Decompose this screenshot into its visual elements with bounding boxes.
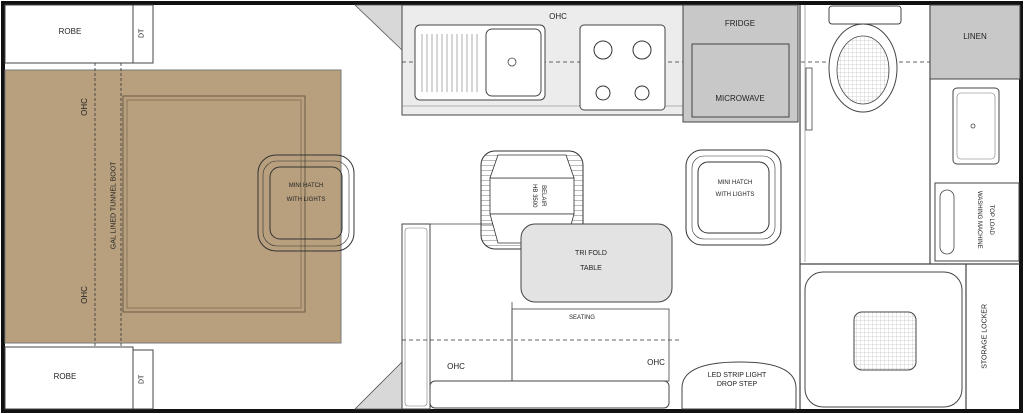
seating-label: SEATING <box>569 315 595 321</box>
belair-label-2: HB 3500 <box>530 184 537 208</box>
ohc-bed-bottom-label: OHC <box>80 286 89 304</box>
washing-machine <box>934 182 1020 262</box>
burner-4 <box>634 85 650 101</box>
fridge-cabinet <box>682 4 799 123</box>
shower-drain <box>853 311 917 371</box>
dinette-backrest <box>404 227 428 407</box>
aircon-vent-top <box>489 154 575 179</box>
drop-step <box>681 361 797 410</box>
mini-hatch-label-1: MINI HATCH <box>717 180 753 186</box>
robe-top <box>4 4 134 64</box>
bedroom-hatch-inner <box>269 166 343 240</box>
robe-bottom-label: ROBE <box>53 372 77 381</box>
washing-machine-label-2: WASHING MACHINE <box>975 190 982 249</box>
fridge-label: FRIDGE <box>724 19 756 28</box>
linen-cupboard <box>929 4 1021 80</box>
mini-hatch-label-2: WITH LIGHTS <box>715 192 755 198</box>
mattress-inner <box>126 99 302 309</box>
tri-fold-label-1: TRI FOLD <box>575 250 607 257</box>
robe-top-label: ROBE <box>58 27 82 36</box>
sink-bowl <box>485 28 542 97</box>
sink-plug <box>507 57 517 67</box>
mini-hatch-inner <box>697 161 770 234</box>
microwave-unit <box>691 43 790 118</box>
drainer-ribs <box>421 34 478 92</box>
ohc-dinette-left-label: OHC <box>447 362 465 371</box>
washing-machine-door <box>939 189 955 255</box>
dt-top <box>132 4 154 64</box>
microwave-label: MICROWAVE <box>715 94 765 103</box>
bedroom-hatch-outer <box>257 154 355 252</box>
ohc-dinette-right-label: OHC <box>647 358 665 367</box>
dt-bottom <box>132 349 154 410</box>
washing-machine-label-1: TOP LOAD <box>987 204 994 235</box>
dinette-seat <box>401 223 431 410</box>
ohc-bed-top-label: OHC <box>80 98 89 116</box>
bedroom-hatch-label-1: MINI HATCH <box>288 183 324 189</box>
burner-1 <box>593 40 613 60</box>
bedroom-hatch-frame <box>262 160 350 247</box>
bedroom-hatch-label-2: WITH LIGHTS <box>286 197 326 203</box>
linen-label: LINEN <box>963 32 987 41</box>
robe-bottom <box>4 346 134 410</box>
basin-tap <box>970 123 976 129</box>
ohc-kitchen-label: OHC <box>549 12 567 21</box>
led-strip-label-1: LED STRIP LIGHT <box>707 372 767 379</box>
led-strip-label-2: DROP STEP <box>716 381 758 388</box>
cooktop <box>579 24 666 111</box>
burner-2 <box>632 40 652 60</box>
tri-fold-table <box>520 223 673 303</box>
entry-wall-wedge-bottom <box>354 361 403 410</box>
entry-wall-wedge-top <box>354 4 403 51</box>
mini-hatch-outer <box>685 149 782 246</box>
burner-3 <box>595 85 611 101</box>
dt-top-label: DT <box>138 28 146 39</box>
mattress-outline <box>122 95 306 313</box>
dt-bottom-label: DT <box>138 374 146 385</box>
toilet-bowl <box>836 35 890 105</box>
seat-cushion <box>429 380 670 409</box>
mini-hatch-frame <box>691 155 776 240</box>
toilet-cistern <box>828 5 902 25</box>
bed <box>4 69 342 344</box>
tri-fold-label-2: TABLE <box>580 265 602 272</box>
vanity-basin-inner <box>956 92 996 160</box>
bathroom-door <box>805 67 813 131</box>
belair-label-1: BELAIR <box>539 185 546 207</box>
storage-locker-label: STORAGE LOCKER <box>981 303 989 369</box>
tunnel-boot-label: GAL LINED TUNNEL BOOT <box>110 161 118 250</box>
vanity-basin <box>952 87 1000 165</box>
